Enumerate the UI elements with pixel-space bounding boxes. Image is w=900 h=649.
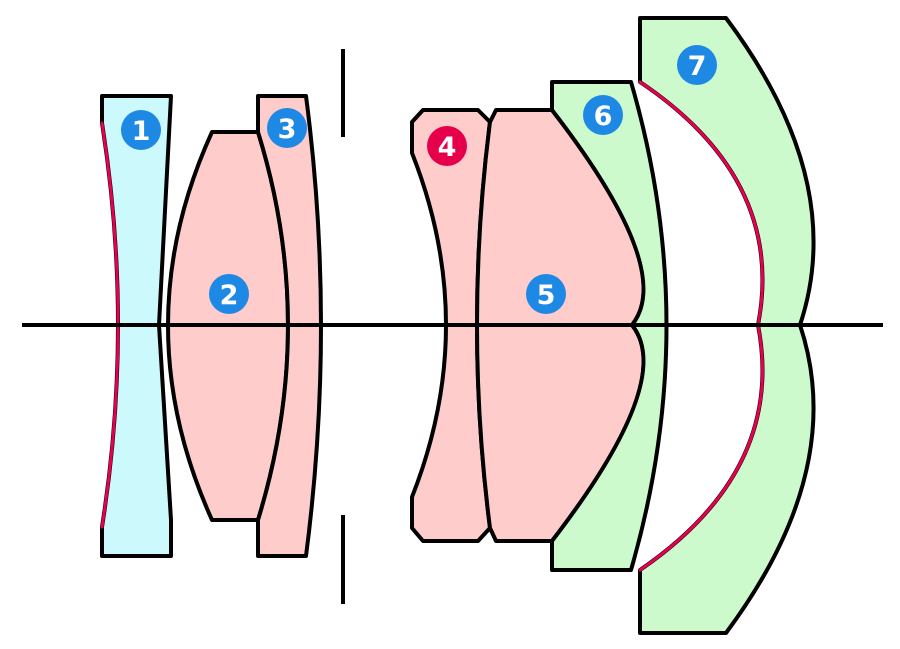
marker-circle [583,95,623,135]
marker-circle [267,108,307,148]
element-marker-5: 5 [526,274,566,314]
marker-circle [526,274,566,314]
element-marker-7: 7 [677,45,717,85]
lens-element-6 [550,80,669,572]
marker-circle [209,274,249,314]
element-marker-3: 3 [267,108,307,148]
marker-label: 4 [438,132,457,163]
element-marker-1: 1 [121,110,161,150]
marker-label: 3 [278,114,297,145]
marker-circle [121,110,161,150]
marker-circle [677,45,717,85]
marker-label: 2 [220,280,239,311]
marker-label: 7 [688,51,707,82]
element-marker-4: 4 [427,126,467,166]
marker-label: 6 [594,101,613,132]
marker-label: 1 [132,116,151,147]
marker-circle [427,126,467,166]
element-marker-2: 2 [209,274,249,314]
element-marker-6: 6 [583,95,623,135]
marker-label: 5 [537,280,556,311]
